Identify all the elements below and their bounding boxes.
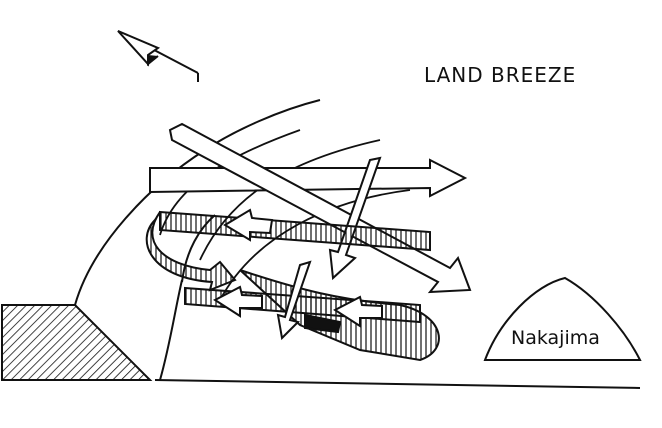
diagram-title: LAND BREEZE xyxy=(424,63,577,87)
island xyxy=(483,276,642,361)
circulation-loop-arrow xyxy=(145,208,440,362)
island-label: Nakajima xyxy=(511,327,600,349)
upper-wind-arrow xyxy=(149,122,472,294)
wind-direction-icon xyxy=(117,30,199,82)
